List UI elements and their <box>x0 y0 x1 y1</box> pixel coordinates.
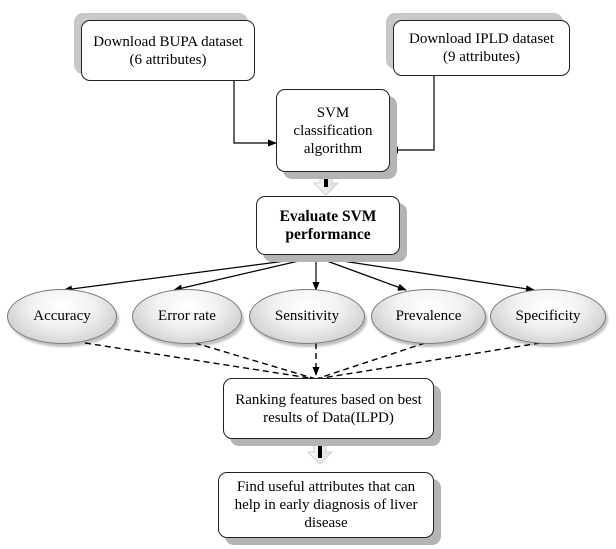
edge-error-rate-to-ranking <box>194 342 317 380</box>
node-ranking-features-label: Ranking features based on best results o… <box>235 391 422 426</box>
node-find-useful-attributes: Find useful attributes that can help in … <box>218 472 434 538</box>
metric-accuracy: Accuracy <box>7 289 117 344</box>
edge-evaluate-to-error-rate <box>173 256 317 292</box>
node-evaluate-svm-label: Evaluate SVM performance <box>279 207 377 243</box>
node-evaluate-svm: Evaluate SVM performance <box>256 196 400 255</box>
node-svm-classification: SVM classification algorithm <box>276 89 390 172</box>
metric-accuracy-label: Accuracy <box>33 308 91 324</box>
block-arrow-svm-to-evaluate <box>312 169 340 196</box>
node-download-ilpd-label: Download IPLD dataset (9 attributes) <box>409 31 554 65</box>
edge-specificity-to-ranking <box>315 342 541 380</box>
metric-specificity: Specificity <box>490 289 606 344</box>
edge-evaluate-to-specificity <box>315 256 535 293</box>
edge-evaluate-to-accuracy <box>63 256 317 293</box>
metric-error-rate-label: Error rate <box>158 308 216 324</box>
edge-ilpd-to-svm <box>389 75 435 154</box>
metric-prevalence-label: Prevalence <box>395 308 462 324</box>
metric-specificity-label: Specificity <box>515 308 581 324</box>
node-svm-classification-label: SVM classification algorithm <box>293 104 373 157</box>
node-download-ilpd: Download IPLD dataset (9 attributes) <box>393 20 570 76</box>
node-download-bupa: Download BUPA dataset (6 attributes) <box>81 20 255 81</box>
metric-sensitivity: Sensitivity <box>249 289 365 344</box>
metric-prevalence: Prevalence <box>371 289 486 344</box>
edge-evaluate-to-prevalence <box>315 256 407 291</box>
block-arrow-ranking-to-find <box>306 439 334 465</box>
node-download-bupa-label: Download BUPA dataset (6 attributes) <box>93 33 243 68</box>
node-ranking-features: Ranking features based on best results o… <box>223 378 434 439</box>
edge-bupa-to-svm <box>233 81 277 147</box>
edge-prevalence-to-ranking <box>315 342 426 380</box>
metric-sensitivity-label: Sensitivity <box>274 308 340 324</box>
metric-error-rate: Error rate <box>132 289 242 344</box>
node-find-useful-attributes-label: Find useful attributes that can help in … <box>234 479 418 531</box>
edge-accuracy-to-ranking <box>84 342 317 380</box>
